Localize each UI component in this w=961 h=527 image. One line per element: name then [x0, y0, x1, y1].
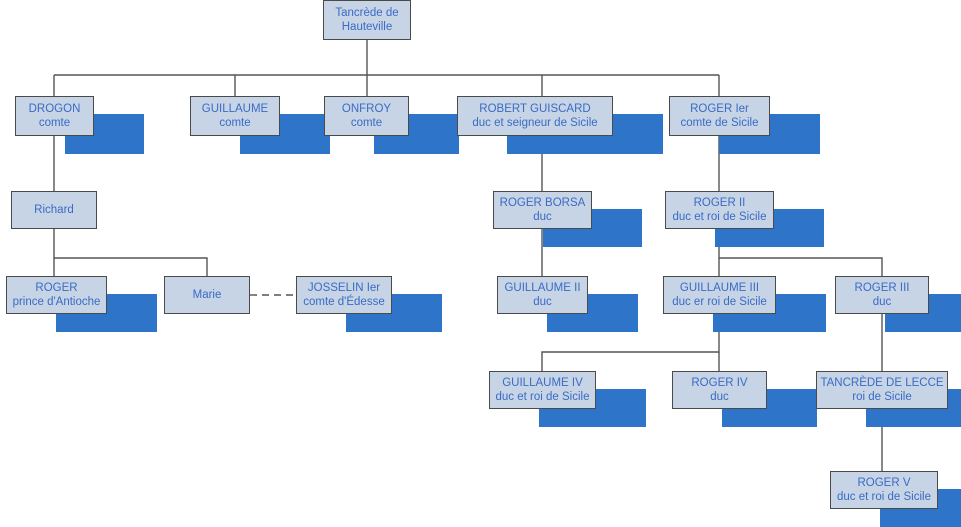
node-title-guillaume: comte: [219, 117, 251, 129]
node-title-robert: duc et seigneur de Sicile: [472, 117, 598, 129]
node-name-richard: Richard: [34, 204, 74, 216]
node-roger2[interactable]: ROGER II duc et roi de Sicile: [665, 191, 774, 229]
node-name-marie: Marie: [192, 289, 222, 301]
node-drogon[interactable]: DROGON comte: [15, 96, 94, 136]
node-name-rogerantioche: ROGER: [35, 282, 78, 294]
node-roger3[interactable]: ROGER III duc: [835, 276, 929, 314]
node-name-robert: ROBERT GUISCARD: [479, 103, 591, 115]
node-title-roger1: comte de Sicile: [680, 117, 759, 129]
node-name-roger1: ROGER Ier: [690, 103, 749, 115]
node-title-roger3: duc: [872, 296, 892, 308]
node-name-roger4: ROGER IV: [691, 377, 748, 389]
node-name-tancredelecce: TANCRÈDE DE LECCE: [820, 377, 944, 389]
node-tancredelecce[interactable]: TANCRÈDE DE LECCE roi de Sicile: [816, 371, 948, 409]
node-title-rogerantioche: prince d'Antioche: [12, 296, 101, 308]
node-roger5[interactable]: ROGER V duc et roi de Sicile: [830, 471, 938, 509]
node-guillaume3[interactable]: GUILLAUME III duc er roi de Sicile: [663, 276, 776, 314]
node-richard[interactable]: Richard: [11, 191, 97, 229]
node-title-roger2: duc et roi de Sicile: [672, 211, 767, 223]
node-title-josselin: comte d'Édesse: [303, 296, 385, 308]
node-name-drogon: DROGON: [28, 103, 81, 115]
node-name-josselin: JOSSELIN Ier: [307, 282, 381, 294]
node-title-drogon: comte: [38, 117, 71, 129]
node-name-guillaume: GUILLAUME: [201, 103, 269, 115]
node-robert[interactable]: ROBERT GUISCARD duc et seigneur de Sicile: [457, 96, 613, 136]
node-roger1[interactable]: ROGER Ier comte de Sicile: [669, 96, 770, 136]
node-josselin[interactable]: JOSSELIN Ier comte d'Édesse: [296, 276, 392, 314]
node-title-roger5: duc et roi de Sicile: [837, 491, 931, 503]
edge-richard-split: [53, 229, 208, 276]
node-title-guillaume2: duc: [533, 296, 552, 308]
node-title-onfroy: comte: [350, 117, 383, 129]
node-name-roger3: ROGER III: [854, 282, 910, 294]
node-name-onfroy: ONFROY: [341, 103, 392, 115]
node-guillaume2[interactable]: GUILLAUME II duc: [497, 276, 588, 314]
node-title-rogerborsa: duc: [533, 211, 552, 223]
node-title-roger4: duc: [710, 391, 729, 403]
node-name-rogerborsa: ROGER BORSA: [499, 197, 586, 209]
node-title-tancredelecce: roi de Sicile: [852, 391, 912, 403]
node-guillaume[interactable]: GUILLAUME comte: [190, 96, 280, 136]
node-name-tancrede: Tancrède de: [335, 7, 399, 19]
node-title-guillaume4: duc et roi de Sicile: [495, 391, 590, 403]
node-tancrede[interactable]: Tancrède de Hauteville: [323, 0, 411, 40]
node-name-roger5: ROGER V: [857, 477, 911, 489]
node-guillaume4[interactable]: GUILLAUME IV duc et roi de Sicile: [489, 371, 596, 409]
node-name-guillaume4: GUILLAUME IV: [502, 377, 583, 389]
node-name-guillaume2: GUILLAUME II: [504, 282, 581, 294]
node-onfroy[interactable]: ONFROY comte: [324, 96, 409, 136]
node-name-guillaume3: GUILLAUME III: [679, 282, 760, 294]
node-title-guillaume3: duc er roi de Sicile: [672, 296, 767, 308]
node-marie[interactable]: Marie: [164, 276, 250, 314]
node-name-roger2: ROGER II: [693, 197, 746, 209]
node-rogerantioche[interactable]: ROGER prince d'Antioche: [6, 276, 107, 314]
node-rogerborsa[interactable]: ROGER BORSA duc: [493, 191, 592, 229]
node-title-tancrede: Hauteville: [341, 21, 393, 33]
node-roger4[interactable]: ROGER IV duc: [672, 371, 767, 409]
